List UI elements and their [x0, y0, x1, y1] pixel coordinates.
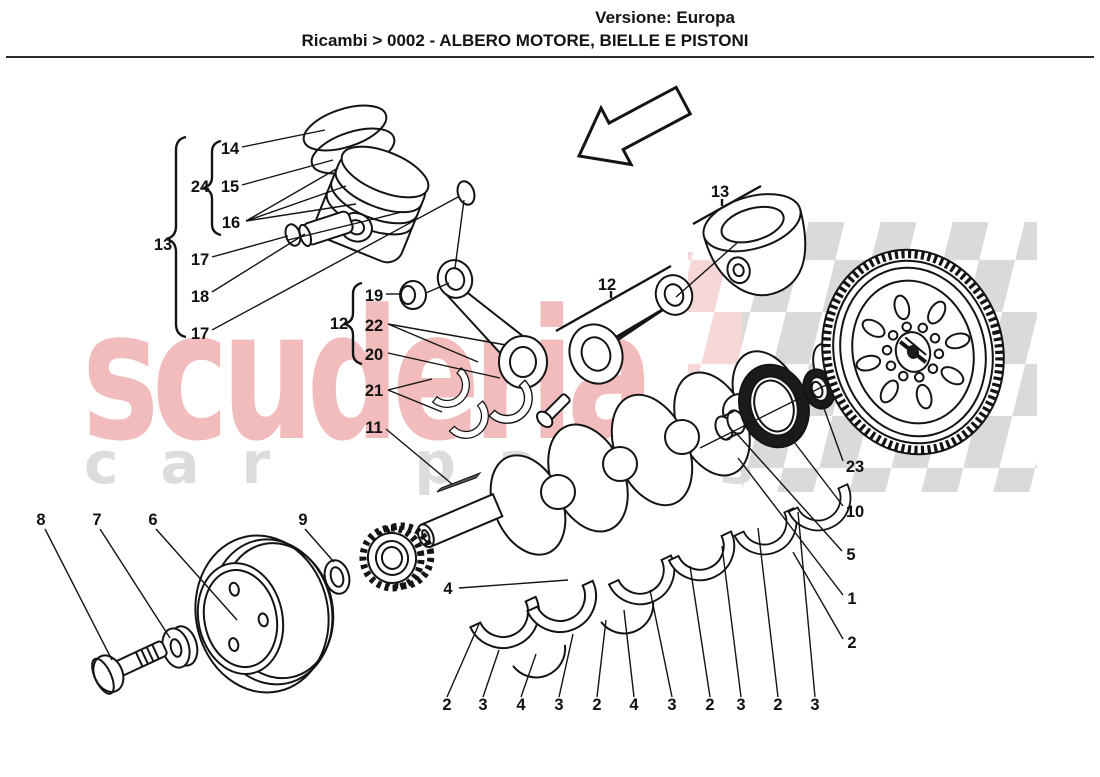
callout-2: 2	[705, 696, 714, 714]
pulley-washer	[161, 625, 199, 669]
callout-16: 16	[222, 214, 240, 232]
piston-right	[702, 193, 807, 297]
callout-7: 7	[92, 511, 101, 529]
callout-2: 2	[592, 696, 601, 714]
callout-4: 4	[443, 580, 453, 598]
callout-19: 19	[365, 287, 383, 305]
rear-main-seal	[738, 363, 810, 449]
leader-lines	[44, 129, 844, 698]
small-end-bushing	[399, 280, 427, 310]
callout-5: 5	[846, 546, 855, 564]
callout-2: 2	[773, 696, 782, 714]
crank-pulley	[194, 534, 335, 694]
callout-8: 8	[36, 511, 45, 529]
rod-cap	[488, 379, 544, 435]
callout-3: 3	[736, 696, 745, 714]
callout-13: 13	[154, 236, 172, 254]
callout-4: 4	[516, 696, 526, 714]
callout-15: 15	[221, 178, 239, 196]
pulley-bolt	[91, 640, 168, 695]
breadcrumb: Ricambi > 0002 - ALBERO MOTORE, BIELLE E…	[301, 31, 749, 50]
callout-21: 21	[365, 382, 383, 400]
callout-1: 1	[847, 590, 856, 608]
callout-9: 9	[298, 511, 307, 529]
callout-18: 18	[191, 288, 209, 306]
timing-sprocket	[359, 522, 435, 592]
circlip-right	[456, 180, 476, 206]
flywheel-bolt-holes	[881, 321, 945, 383]
woodruff-key	[436, 471, 482, 493]
header-divider	[6, 56, 1094, 58]
piston-left	[284, 104, 476, 264]
callout-6: 6	[148, 511, 157, 529]
main-bearing-shells	[469, 483, 862, 679]
callout-17: 17	[191, 251, 209, 269]
callout-22: 22	[365, 317, 383, 335]
rod-bolt	[536, 393, 571, 428]
rod-bearing-shells	[432, 367, 499, 449]
callout-17: 17	[191, 325, 209, 343]
callout-2: 2	[442, 696, 451, 714]
callout-12: 12	[330, 315, 348, 333]
callout-10: 10	[846, 503, 864, 521]
group-brackets	[165, 135, 762, 366]
callout-3: 3	[478, 696, 487, 714]
callout-14: 14	[221, 140, 240, 158]
callout-13: 13	[711, 183, 729, 201]
connecting-rod-right	[568, 274, 694, 429]
callout-23: 23	[846, 458, 864, 476]
version-label: Versione: Europa	[595, 8, 735, 27]
callout-24: 24	[191, 178, 210, 196]
callout-4: 4	[629, 696, 639, 714]
callout-3: 3	[554, 696, 563, 714]
callout-20: 20	[365, 346, 383, 364]
front-seal	[323, 559, 351, 595]
callout-3: 3	[667, 696, 676, 714]
callout-11: 11	[365, 419, 382, 437]
flywheel	[821, 248, 1005, 456]
direction-arrow-icon	[576, 85, 693, 167]
callout-12: 12	[598, 276, 616, 294]
callout-3: 3	[810, 696, 819, 714]
callout-2: 2	[847, 634, 856, 652]
flywheel-windows	[855, 294, 971, 410]
